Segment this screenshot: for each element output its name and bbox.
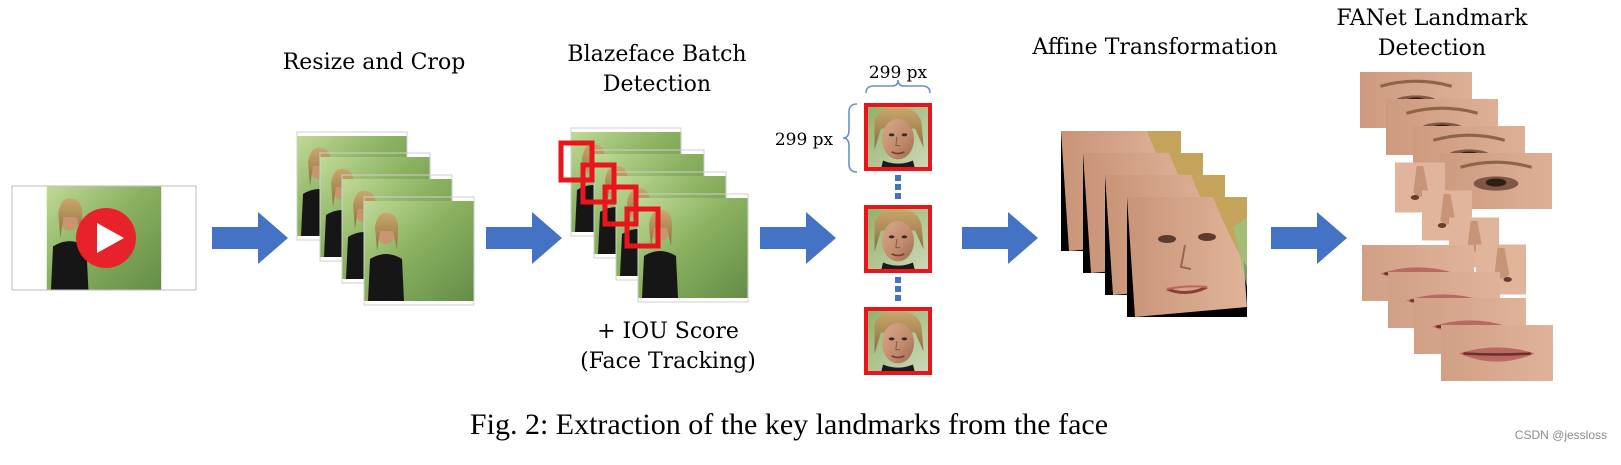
arrow-4	[962, 212, 1038, 264]
resize-label: Resize and Crop	[283, 50, 466, 75]
width-brace	[865, 79, 931, 94]
height-brace	[842, 103, 858, 173]
tracking-dots-2	[895, 277, 901, 301]
face-crop-1	[864, 103, 932, 171]
fanet-label-line1: FANet Landmark	[1336, 6, 1528, 31]
iou-label-line1: + IOU Score	[597, 319, 739, 344]
aligned-faces-stack	[1061, 131, 1247, 317]
watermark: CSDN @jessloss	[1515, 428, 1607, 442]
face-crop-2	[864, 205, 932, 273]
arrow-2	[486, 212, 562, 264]
input-video[interactable]	[11, 185, 197, 291]
height-dimension-label: 299 px	[775, 130, 834, 150]
play-triangle-icon	[97, 223, 124, 253]
landmark-patches	[1360, 72, 1553, 381]
detection-boxes	[558, 140, 661, 249]
affine-label: Affine Transformation	[1031, 35, 1277, 60]
arrow-1	[212, 212, 288, 264]
fanet-label-line2: Detection	[1378, 36, 1486, 61]
width-dimension-label: 299 px	[869, 63, 928, 83]
figure-caption: Fig. 2: Extraction of the key landmarks …	[470, 408, 1108, 441]
blazeface-label-line2: Detection	[603, 72, 711, 97]
blazeface-label-line1: Blazeface Batch	[567, 42, 746, 67]
resized-frames-stack	[296, 131, 475, 306]
iou-label-line2: (Face Tracking)	[580, 349, 756, 374]
tracking-dots-1	[895, 175, 901, 199]
face-crop-3	[864, 307, 932, 375]
arrow-5	[1271, 212, 1347, 264]
arrow-3	[760, 212, 836, 264]
